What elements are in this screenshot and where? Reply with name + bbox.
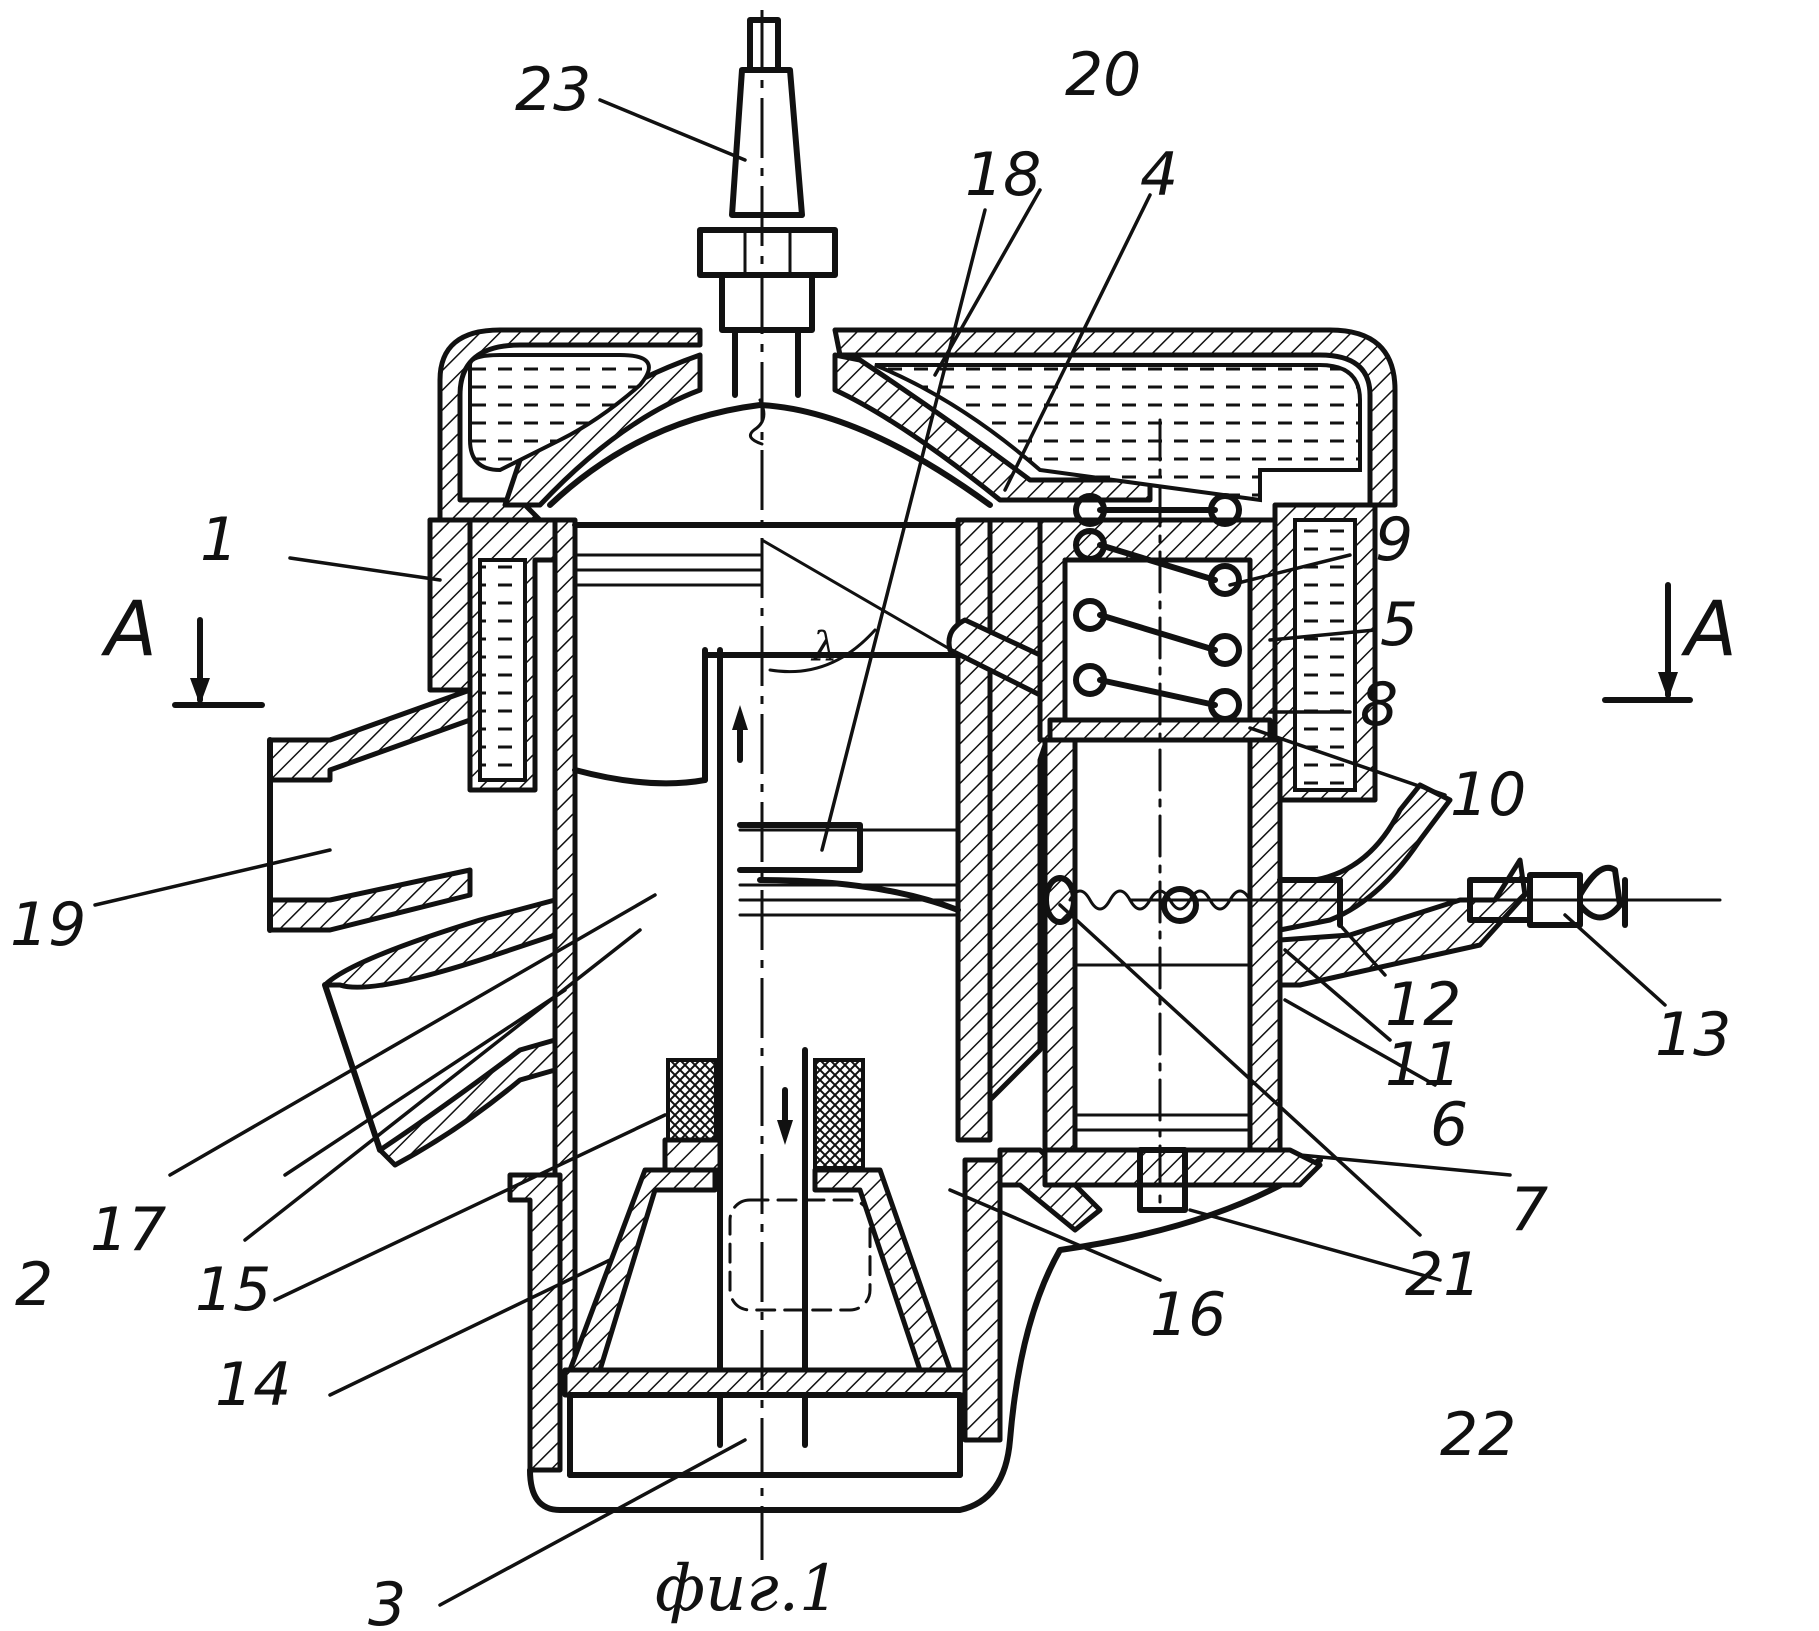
cylinder-head [440,330,1395,520]
label-16: 16 [1150,1280,1226,1350]
rod-seal [665,1060,863,1170]
label-1: 1 [200,505,238,575]
piston-rod [720,650,870,1445]
section-marker-right: A [1605,584,1737,700]
label-19: 19 [10,890,86,960]
angle-symbol: λ [810,624,837,670]
label-4: 4 [1140,140,1178,210]
section-letter-right: A [1680,584,1737,673]
label-8: 8 [1360,670,1398,740]
piston [575,525,958,915]
label-5: 5 [1380,590,1418,660]
label-18: 18 [965,140,1041,210]
label-13: 13 [1655,1000,1731,1070]
exhaust-port [270,690,470,930]
label-17: 17 [90,1195,166,1265]
label-20: 20 [1065,40,1141,110]
spark-plug [700,20,835,444]
label-7: 7 [1510,1175,1548,1245]
section-letter-left: A [100,584,157,673]
label-22: 22 [1440,1400,1516,1470]
label-10: 10 [1450,760,1526,830]
label-21: 21 [1405,1240,1481,1310]
figure-caption: фиг.1 [655,1552,840,1626]
label-3: 3 [368,1570,406,1631]
crosshead-guide [565,1170,965,1475]
label-14: 14 [215,1350,291,1420]
section-marker-left: A [100,584,262,705]
label-6: 6 [1430,1090,1468,1160]
angle-lambda: λ [762,540,960,672]
injector [1130,785,1720,985]
label-2: 2 [15,1250,53,1320]
label-23: 23 [515,55,591,125]
label-9: 9 [1375,505,1413,575]
label-15: 15 [195,1255,271,1325]
